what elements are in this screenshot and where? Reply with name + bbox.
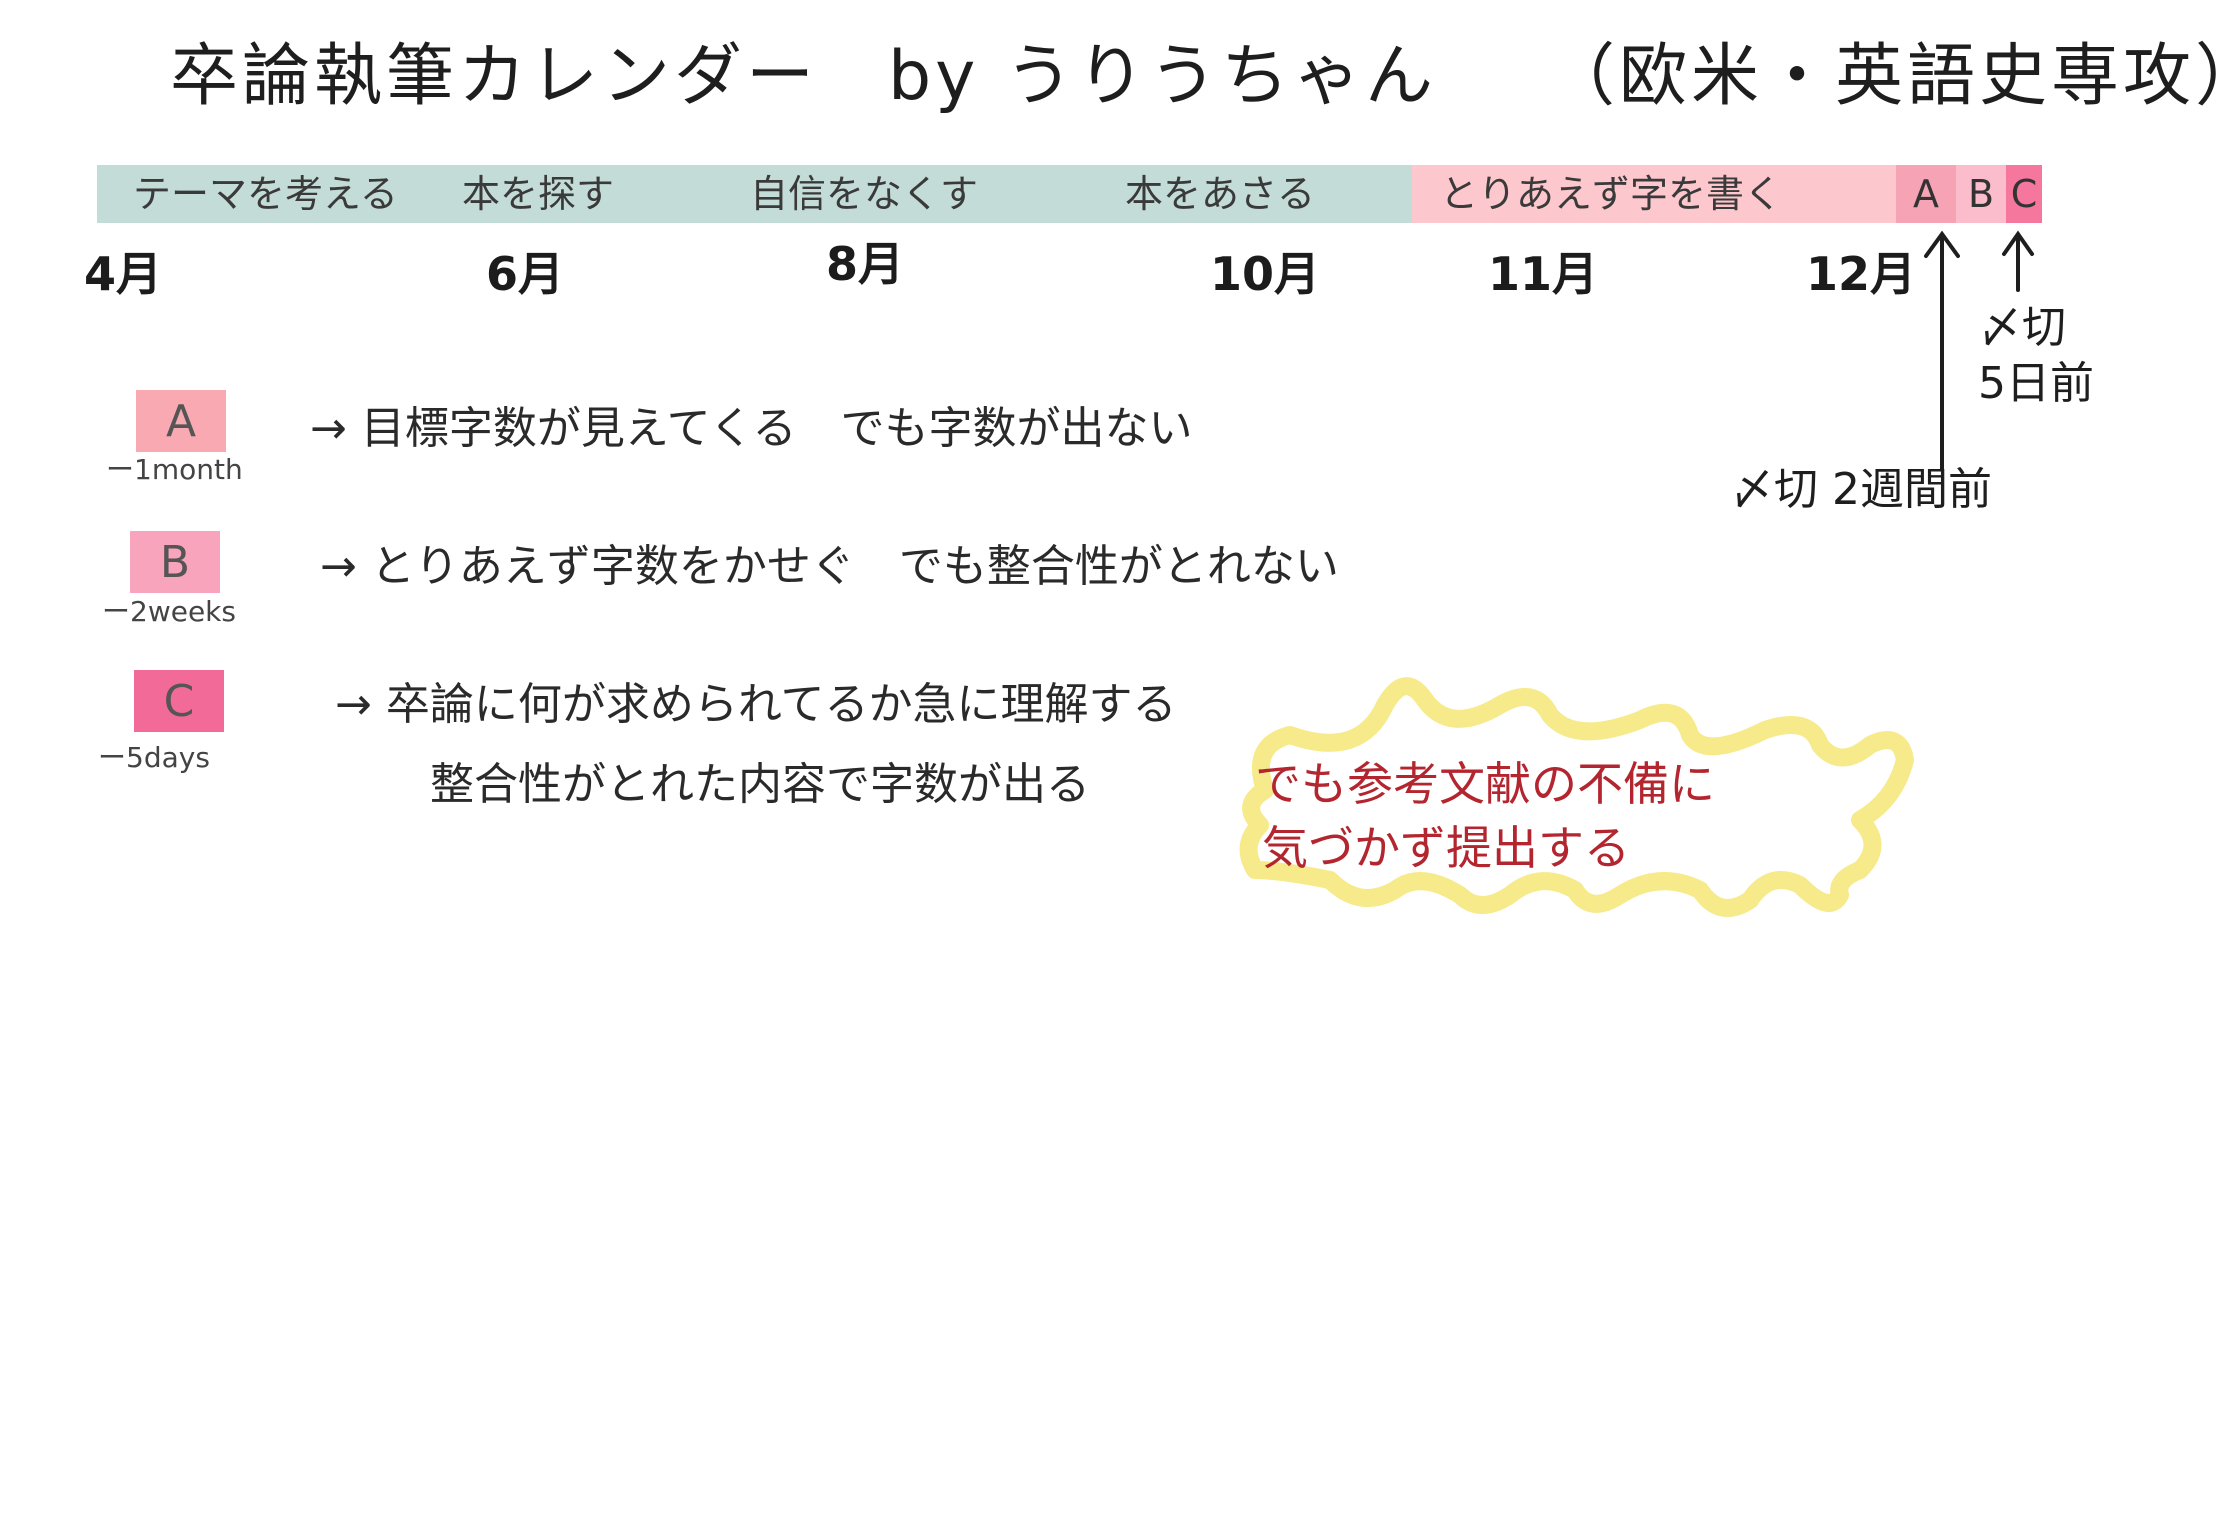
title-author: by うりうちゃん bbox=[888, 37, 1438, 116]
legend-swatch-b: B bbox=[130, 531, 220, 593]
page-title: 卒論執筆カレンダー by うりうちゃん （欧米・英語史専攻） bbox=[170, 20, 2224, 119]
legend-text-b: → とりあえず字数をかせぐ でも整合性がとれない bbox=[320, 541, 1339, 592]
callout-text-line2: 気づかず提出する bbox=[1262, 821, 1630, 875]
arrow-five-days-head bbox=[2002, 230, 2034, 256]
timeline-label-theme: テーマを考える bbox=[133, 172, 398, 216]
legend-duration-c: ー5days bbox=[98, 741, 210, 774]
timeline-segment-a: A bbox=[1896, 165, 1956, 223]
timeline-label-lose-confidence: 自信をなくす bbox=[750, 172, 979, 216]
month-december: 12月 bbox=[1806, 247, 1917, 301]
callout-text-line1: でも参考文献の不備に bbox=[1255, 757, 1715, 811]
timeline-segment-c: C bbox=[2006, 165, 2042, 223]
timeline-label-search-books: 本を探す bbox=[462, 172, 615, 216]
timeline-label-write: とりあえず字を書く bbox=[1440, 172, 1783, 216]
month-august: 8月 bbox=[826, 237, 905, 291]
month-april: 4月 bbox=[84, 247, 163, 301]
timeline-bar-green bbox=[97, 165, 1412, 223]
legend-text-c-line2: 整合性がとれた内容で字数が出る bbox=[430, 759, 1090, 810]
title-major: （欧米・英語史専攻） bbox=[1547, 37, 2224, 116]
legend-swatch-a: A bbox=[136, 390, 226, 452]
timeline-bar-pink bbox=[1412, 165, 1896, 223]
month-june: 6月 bbox=[486, 247, 565, 301]
deadline-five-days: 〆切 5日前 bbox=[1978, 302, 2094, 409]
deadline-two-weeks: 〆切 2週間前 bbox=[1730, 464, 1992, 515]
title-main: 卒論執筆カレンダー bbox=[170, 37, 819, 116]
month-october: 10月 bbox=[1210, 247, 1321, 301]
legend-text-a: → 目標字数が見えてくる でも字数が出ない bbox=[310, 403, 1193, 454]
legend-text-c-line1: → 卒論に何が求められてるか急に理解する bbox=[335, 679, 1177, 730]
legend-swatch-c: C bbox=[134, 670, 224, 732]
timeline-segment-b: B bbox=[1956, 165, 2006, 223]
legend-duration-a: ー1month bbox=[106, 453, 243, 486]
timeline-label-browse-books: 本をあさる bbox=[1125, 172, 1316, 216]
month-november: 11月 bbox=[1488, 247, 1599, 301]
legend-duration-b: ー2weeks bbox=[102, 595, 236, 628]
arrow-two-weeks-head bbox=[1924, 230, 1960, 258]
